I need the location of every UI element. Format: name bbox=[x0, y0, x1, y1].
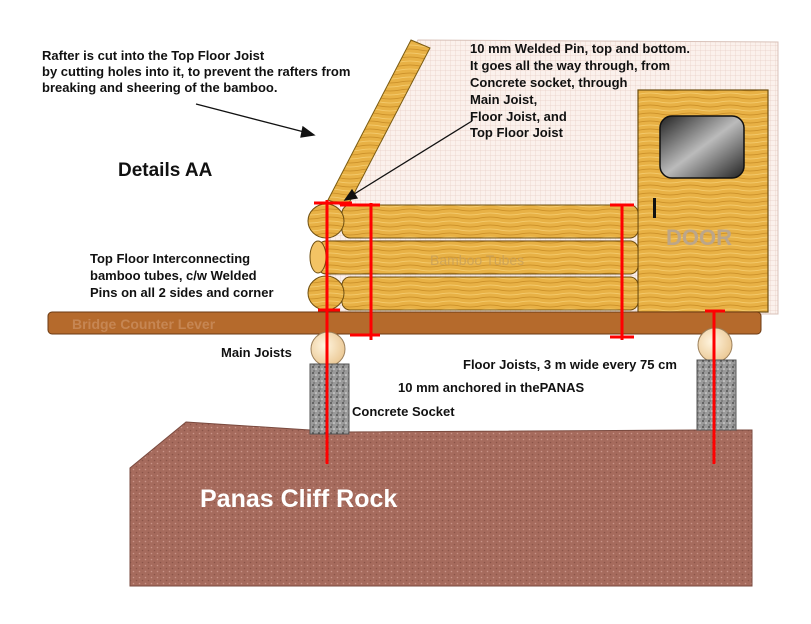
interconnect-line-1: Top Floor Interconnecting bbox=[90, 251, 250, 266]
rafter-note-line-1: Rafter is cut into the Top Floor Joist bbox=[42, 48, 265, 63]
concrete-socket-right bbox=[696, 359, 737, 431]
details-title: Details AA bbox=[118, 160, 213, 181]
floor-joists-label: Floor Joists, 3 m wide every 75 cm bbox=[463, 357, 677, 372]
leader-arrows bbox=[195, 103, 473, 201]
pin-note-line-5: Floor Joist, and bbox=[470, 109, 567, 124]
pin-note-line-3: Concrete socket, through bbox=[470, 75, 628, 90]
welded-pins bbox=[314, 200, 725, 464]
bamboo-tubes bbox=[307, 203, 639, 311]
door-label: DOOR bbox=[666, 225, 732, 250]
bridge-counter-lever-beam bbox=[47, 311, 762, 335]
beam-label: Bridge Counter Lever bbox=[72, 316, 216, 332]
door-handle bbox=[653, 198, 656, 218]
anchored-label: 10 mm anchored in thePANAS bbox=[398, 380, 584, 395]
main-joists-label: Main Joists bbox=[221, 345, 292, 360]
pin-note-line-6: Top Floor Joist bbox=[470, 125, 564, 140]
cliff-rock-label: Panas Cliff Rock bbox=[200, 485, 397, 513]
interconnect-line-3: Pins on all 2 sides and corner bbox=[90, 285, 274, 300]
concrete-socket-label: Concrete Socket bbox=[352, 404, 455, 419]
interconnect-line-2: bamboo tubes, c/w Welded bbox=[90, 268, 257, 283]
pin-note-line-4: Main Joist, bbox=[470, 92, 537, 107]
concrete-socket-left bbox=[309, 363, 350, 435]
rafter-note-line-3: breaking and sheering of the bamboo. bbox=[42, 80, 277, 95]
pin-note-line-1: 10 mm Welded Pin, top and bottom. bbox=[470, 41, 690, 56]
pin-note-line-2: It goes all the way through, from bbox=[470, 58, 670, 73]
rafter-note-line-2: by cutting holes into it, to prevent the… bbox=[42, 64, 350, 79]
bamboo-tubes-label: Bamboo Tubes bbox=[430, 252, 524, 268]
door-window bbox=[659, 115, 745, 179]
